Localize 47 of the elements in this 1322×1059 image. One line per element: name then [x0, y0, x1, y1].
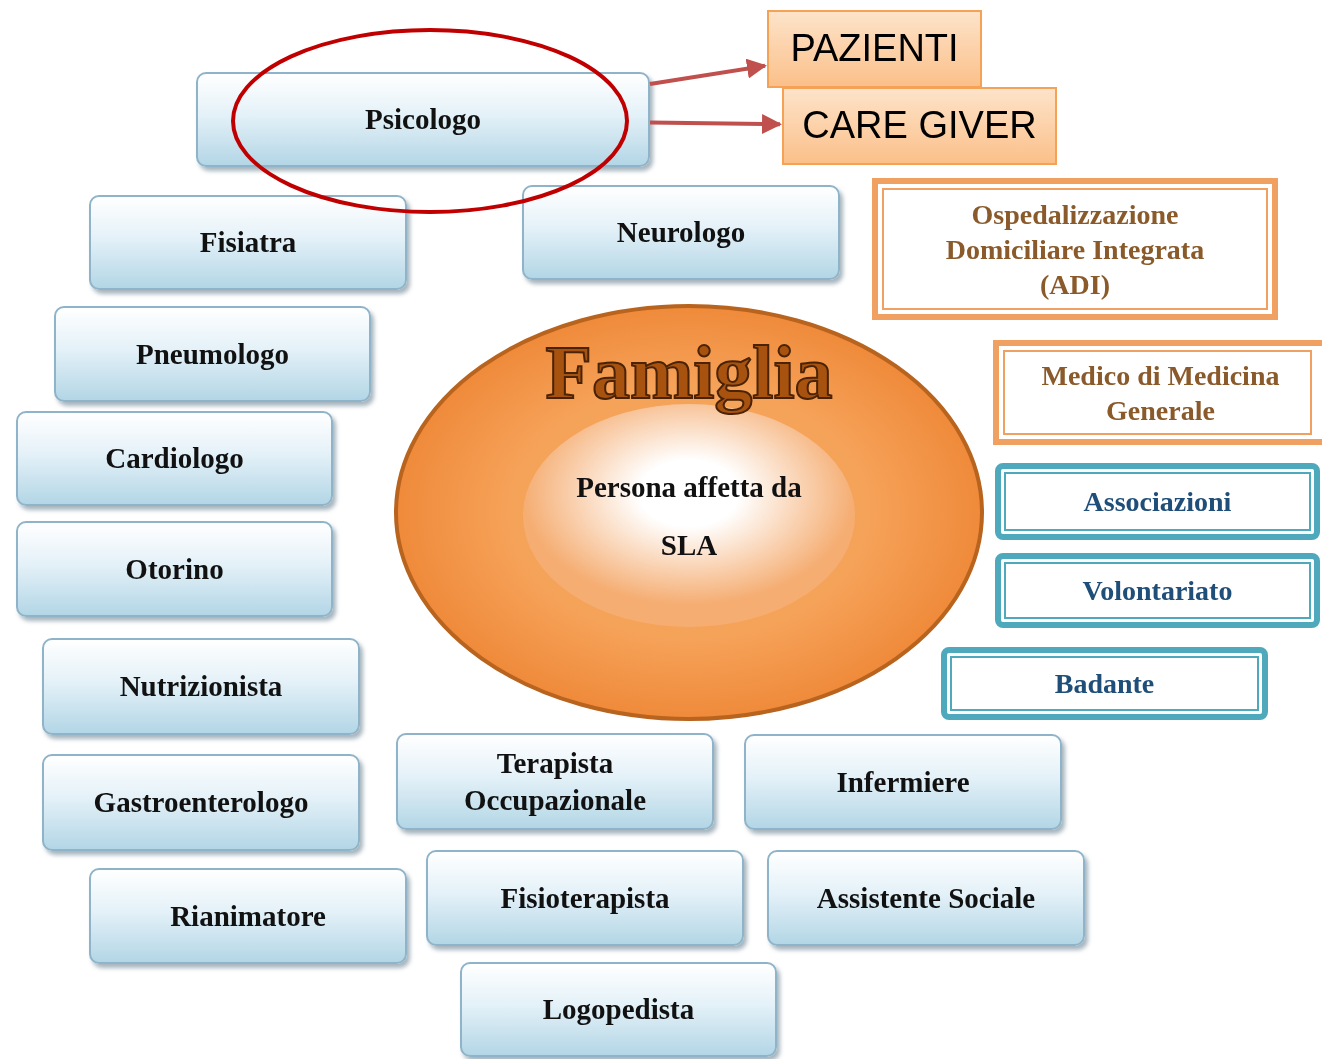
node-label: Persona affetta da SLA	[575, 469, 803, 563]
node-label: Nutrizionista	[119, 669, 283, 705]
role-box	[196, 72, 650, 167]
node-label: Ospedalizzazione Domiciliare Integrata (ADI)	[944, 197, 1206, 302]
role-box	[396, 733, 714, 830]
audience-box	[767, 10, 982, 88]
arrow	[649, 113, 782, 134]
node-label: PAZIENTI	[790, 26, 959, 72]
node-label: Terapista Occupazionale	[462, 746, 647, 818]
node-label: Volontariato	[1082, 574, 1233, 608]
role-box	[522, 185, 840, 280]
node-label: Assistente Sociale	[816, 880, 1036, 916]
node-label: Infermiere	[836, 764, 970, 800]
role-box	[426, 850, 744, 946]
node-label: Psicologo	[365, 102, 481, 138]
node-label: Badante	[1054, 667, 1155, 701]
node-label: Fisioterapista	[500, 880, 670, 916]
node-label: Cardiologo	[105, 441, 244, 477]
role-box	[744, 734, 1062, 830]
service-box	[872, 178, 1278, 320]
node-label: Fisiatra	[199, 225, 297, 261]
role-box	[42, 754, 360, 851]
role-box	[89, 195, 407, 290]
audience-box	[782, 87, 1057, 165]
node-label: Rianimatore	[170, 898, 326, 934]
node-label: Pneumologo	[135, 336, 290, 372]
node-label: Neurologo	[616, 215, 746, 251]
role-box	[767, 850, 1085, 946]
family-ellipse	[393, 303, 985, 722]
node-label: Gastroenterologo	[93, 785, 309, 821]
role-box	[16, 521, 333, 617]
support-box	[941, 647, 1268, 720]
node-label: Associazioni	[1083, 485, 1232, 519]
role-box	[42, 638, 360, 735]
support-box	[995, 463, 1320, 540]
arrow	[649, 58, 767, 87]
role-box	[54, 306, 371, 402]
node-label: Logopedista	[542, 992, 695, 1028]
node-label: Otorino	[125, 551, 224, 587]
role-box	[16, 411, 333, 506]
node-label: Medico di Medicina Generale	[1040, 358, 1281, 428]
node-label: CARE GIVER	[802, 103, 1037, 149]
service-box	[993, 340, 1322, 445]
role-box	[89, 868, 407, 964]
heading-text: Famiglia	[545, 329, 833, 416]
support-box	[995, 553, 1320, 628]
role-box	[460, 962, 777, 1057]
